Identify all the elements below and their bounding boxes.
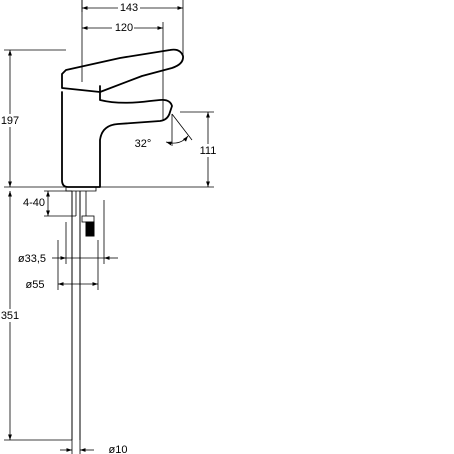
dim-label-120: 120	[115, 22, 133, 34]
dim-pipe-diameter: ø10	[60, 440, 127, 454]
dim-spout-angle: 32°	[135, 113, 193, 150]
dim-spout-height: 111	[100, 111, 220, 188]
dim-base-diameter: ø55	[26, 240, 99, 291]
dim-label-143: 143	[120, 2, 138, 14]
dim-label-ø33,5: ø33,5	[18, 253, 46, 265]
dim-label-ø55: ø55	[26, 279, 45, 291]
dim-label-351: 351	[1, 310, 19, 322]
dim-label-ø10: ø10	[109, 444, 128, 454]
dim-overall-reach: 143	[81, 0, 184, 56]
dim-pipe-length: 351	[0, 191, 72, 441]
dim-label-111: 111	[200, 145, 217, 157]
dim-total-height: 197	[0, 49, 66, 188]
dim-label-197: 197	[1, 115, 19, 127]
fixing-rod	[75, 191, 95, 237]
faucet-body	[61, 48, 184, 192]
supply-pipe	[71, 191, 81, 440]
dim-label-4-40: 4-40	[23, 197, 45, 209]
dim-label-32deg: 32°	[135, 138, 152, 150]
dim-spout-reach: 120	[82, 21, 164, 120]
dim-hole-diameter: ø33,5	[18, 200, 118, 265]
dim-deck-thickness: 4-40	[22, 190, 76, 217]
